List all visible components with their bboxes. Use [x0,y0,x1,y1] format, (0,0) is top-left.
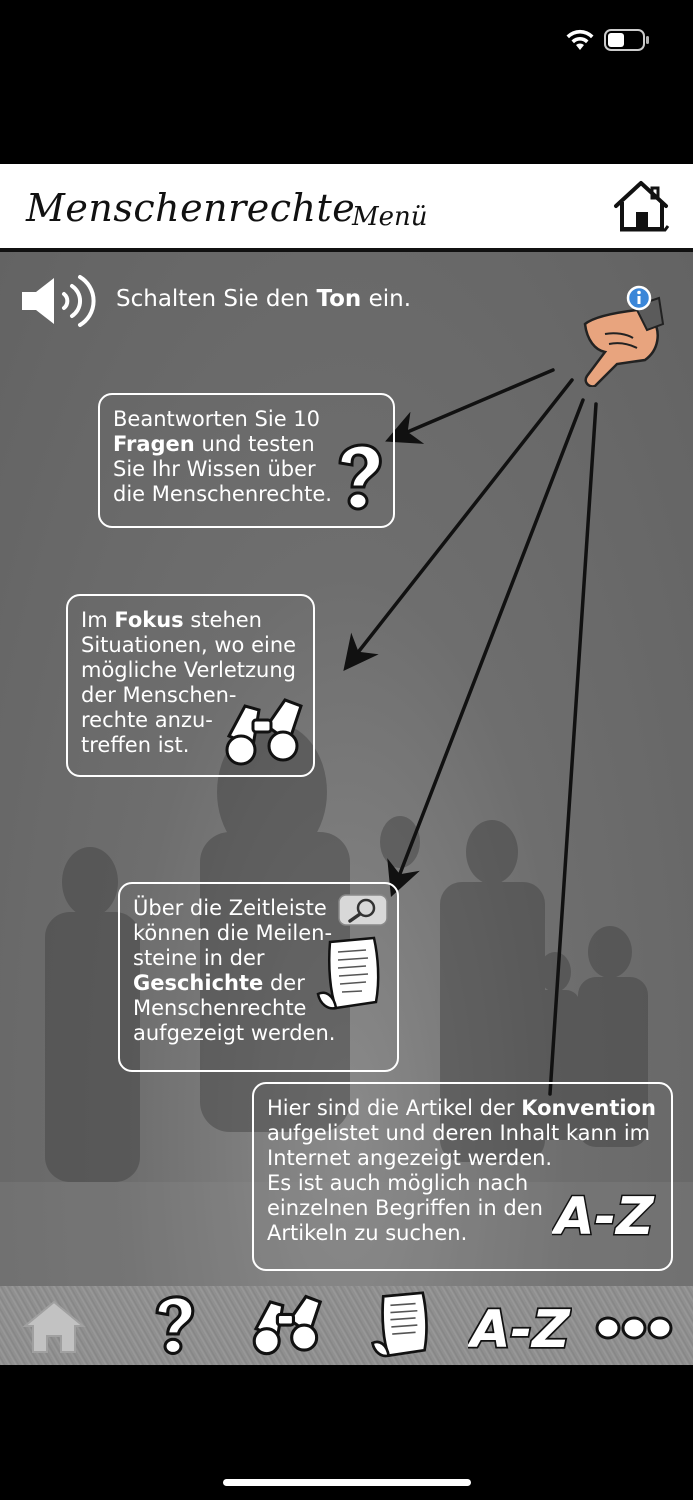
question-icon [338,443,382,511]
sound-hint-bold: Ton [316,286,362,312]
focus-text-line: Im [81,608,115,632]
convention-text-line: Es ist auch möglich nach [267,1171,529,1195]
convention-text-line: Internet angezeigt werden. [267,1146,553,1170]
tab-focus[interactable] [246,1294,332,1358]
timeline-help-bubble: Über die Zeitleiste können die Meilen- s… [118,882,399,1072]
convention-text-line: einzelnen Begriffen in den [267,1196,543,1220]
app-header: Menschenrechte Menü [0,164,693,252]
timeline-text-line: Über die Zeitleiste [133,896,327,920]
focus-text-bold: Fokus [114,608,184,632]
timeline-text-bold: Geschichte [133,971,264,995]
menu-link[interactable]: Menü [352,202,428,232]
home-icon [22,1300,86,1353]
tab-timeline[interactable] [362,1291,444,1358]
focus-text-line: mögliche Verletzung [81,658,297,682]
quiz-text-line: und testen [194,432,315,456]
sound-hint-prefix: Schalten Sie den [116,286,317,312]
tab-a-z[interactable]: A-Z [466,1294,574,1358]
tab-quiz[interactable] [140,1294,206,1358]
focus-text-line: Situationen, wo eine [81,633,297,657]
convention-text-line: aufgelistet und deren Inhalt kann im [267,1121,651,1145]
focus-text-line: stehen [183,608,262,632]
a-z-icon: A-Z [468,1298,572,1357]
focus-text-line: der Menschen- [81,683,237,707]
bottom-tab-bar: A-Z [0,1286,693,1365]
sound-hint-text: Schalten Sie den Ton ein. [116,286,411,312]
more-icon [595,1316,673,1340]
a-z-tab-label: A-Z [468,1300,571,1357]
quiz-help-bubble: Beantworten Sie 10 Fragen und testen Sie… [98,393,395,528]
timeline-text-line: können die Meilen- [133,921,333,945]
magnifier-icon [338,894,388,926]
home-indicator[interactable] [223,1479,471,1486]
sound-hint-suffix: ein. [361,286,412,312]
quiz-text-line: Sie Ihr Wissen über [113,457,316,481]
tab-more[interactable] [592,1294,676,1358]
question-icon [155,1295,195,1356]
tab-home[interactable] [16,1294,92,1358]
timeline-text-line: Menschenrechte [133,996,307,1020]
convention-text-line: Artikeln zu suchen. [267,1221,468,1245]
timeline-text-line: der [263,971,305,995]
document-icon [316,936,380,1010]
focus-text-line: rechte anzu- [81,708,213,732]
help-overlay[interactable]: Schalten Sie den Ton ein. Beantworten Si… [0,252,693,1286]
speaker-icon[interactable] [20,272,100,330]
battery-icon [604,29,649,51]
quiz-text-line: die Menschenrechte. [113,482,332,506]
wifi-icon [566,29,594,50]
a-z-badge-text: A-Z [552,1187,655,1244]
status-bar [0,0,693,164]
home-icon[interactable] [610,178,672,234]
background-people-illustration [0,722,693,1286]
focus-help-bubble: Im Fokus stehen Situationen, wo eine mög… [66,594,315,777]
focus-text-line: treffen ist. [81,733,190,757]
pointing-hand-icon[interactable] [575,282,665,387]
timeline-text-line: steine in der [133,946,265,970]
timeline-text-line: aufgezeigt werden. [133,1021,336,1045]
convention-text-line: Hier sind die Artikel der [267,1096,522,1120]
quiz-text-bold: Fragen [113,432,195,456]
binoculars-icon [225,698,303,766]
pointer-arrows [343,368,598,1096]
document-icon [370,1291,428,1358]
a-z-icon: A-Z [552,1186,656,1245]
convention-help-bubble: Hier sind die Artikel der Konvention auf… [252,1082,673,1271]
convention-text-bold: Konvention [521,1096,656,1120]
quiz-text-line: Beantworten Sie 10 [113,407,321,431]
app-title: Menschenrechte [26,186,356,230]
binoculars-icon [252,1294,323,1356]
